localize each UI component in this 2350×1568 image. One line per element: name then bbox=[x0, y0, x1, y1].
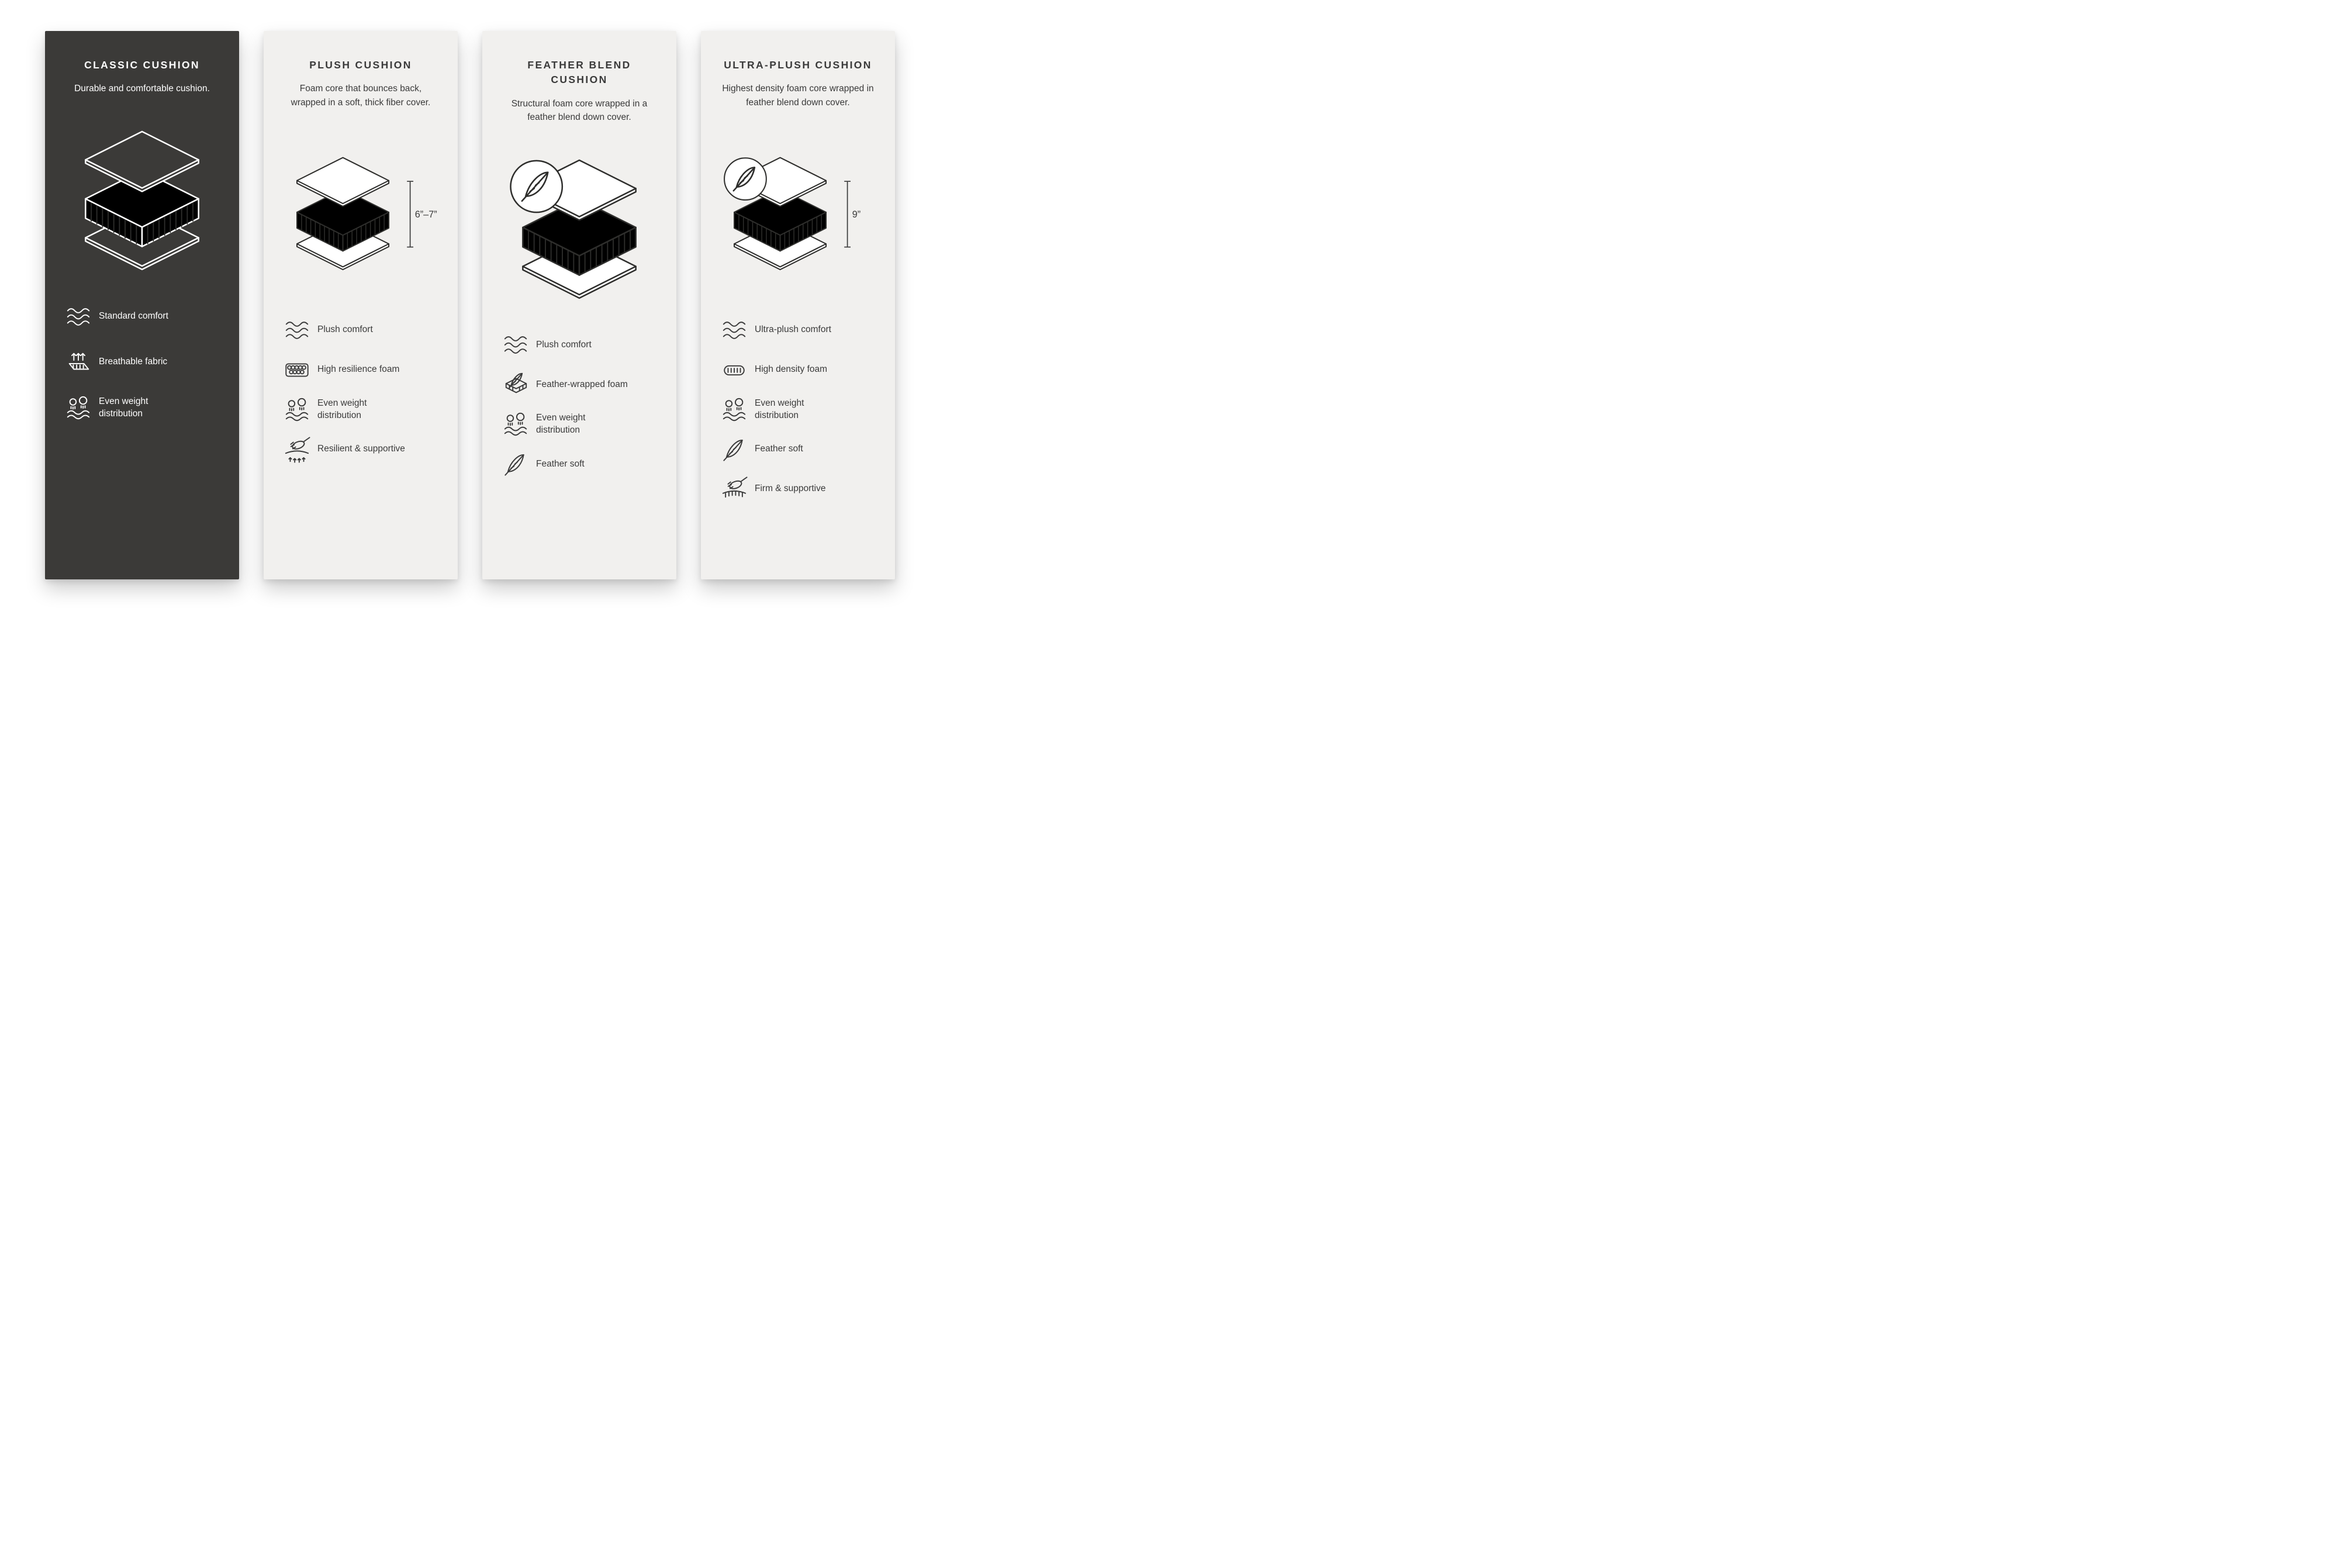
cushion-comparison-board: CLASSIC CUSHION Durable and comfortable … bbox=[0, 0, 940, 579]
feature-label: Even weight distribution bbox=[99, 396, 148, 419]
card-classic-cushion: CLASSIC CUSHION Durable and comfortable … bbox=[45, 31, 239, 579]
feature-label: Even weight distribution bbox=[536, 413, 586, 436]
feature-row: High resilience foam bbox=[284, 357, 438, 384]
even-weight-distribution-icon bbox=[723, 398, 746, 422]
feature-row: Standard comfort bbox=[65, 303, 219, 330]
even-weight-distribution-icon bbox=[67, 396, 90, 419]
feather-badge bbox=[511, 161, 562, 212]
measurement-label: 6”–7” bbox=[415, 209, 437, 220]
measurement-bracket bbox=[407, 181, 414, 248]
feature-label: Ultra-plush comfort bbox=[755, 324, 831, 335]
feature-label: Plush comfort bbox=[317, 324, 373, 335]
feature-label: High density foam bbox=[755, 364, 828, 375]
feature-row: Plush comfort bbox=[284, 317, 438, 344]
card-description: Foam core that bounces back, wrapped in … bbox=[291, 84, 431, 108]
feather-soft-icon bbox=[502, 451, 529, 478]
feather-soft-icon bbox=[721, 436, 748, 463]
feature-label: Resilient & supportive bbox=[317, 444, 405, 454]
feature-row: Plush comfort bbox=[502, 331, 656, 358]
card-feather-blend-cushion: FEATHER BLEND CUSHION Structural foam co… bbox=[482, 31, 676, 579]
high-density-foam-icon bbox=[724, 365, 745, 375]
card-title: ULTRA-PLUSH CUSHION bbox=[724, 59, 872, 71]
feature-label: Feather soft bbox=[755, 444, 803, 454]
even-weight-distribution-icon bbox=[504, 413, 527, 436]
feature-row: Even weight distribution bbox=[65, 395, 219, 422]
card-description: Durable and comfortable cushion. bbox=[74, 84, 210, 94]
cushion-layers-diagram: 6”–7” bbox=[297, 157, 437, 270]
card-description: Structural foam core wrapped in a feathe… bbox=[511, 98, 648, 122]
card-title: CLASSIC CUSHION bbox=[84, 59, 200, 71]
feature-row: Feather-wrapped foam bbox=[502, 371, 656, 398]
even-weight-distribution-icon bbox=[285, 398, 309, 422]
card-title: PLUSH CUSHION bbox=[309, 59, 412, 71]
measurement-label: 9” bbox=[852, 209, 860, 220]
diagram-area bbox=[65, 110, 219, 288]
feature-list: Plush comfort Feather-wrapped foam Even … bbox=[502, 331, 656, 491]
feature-row: Even weight distribution bbox=[284, 396, 438, 423]
feature-list: Standard comfort Breathable fabric Even … bbox=[65, 303, 219, 440]
feature-label: Feather soft bbox=[536, 458, 585, 469]
card-plush-cushion: PLUSH CUSHION Foam core that bounces bac… bbox=[264, 31, 458, 579]
feature-label: Even weight distribution bbox=[755, 398, 804, 420]
cushion-layers-diagram bbox=[506, 160, 636, 298]
card-ultra-plush-cushion: ULTRA-PLUSH CUSHION Highest density foam… bbox=[701, 31, 895, 579]
measurement-bracket bbox=[844, 181, 851, 248]
breathable-fabric-icon bbox=[68, 353, 89, 370]
feature-row: Firm & supportive bbox=[721, 476, 875, 503]
diagram-area: 6”–7” bbox=[284, 123, 438, 302]
feature-label: Standard comfort bbox=[99, 311, 168, 322]
feature-row: Feather soft bbox=[721, 436, 875, 463]
cushion-layers-diagram: 9” bbox=[721, 157, 860, 270]
comfort-waves-icon bbox=[285, 322, 309, 339]
comfort-waves-icon bbox=[504, 336, 527, 354]
feather-wrapped-foam-icon bbox=[502, 371, 529, 398]
feature-label: Breathable fabric bbox=[99, 357, 168, 367]
feature-label: High resilience foam bbox=[317, 364, 400, 375]
feature-row: High density foam bbox=[721, 357, 875, 384]
card-title: FEATHER BLEND CUSHION bbox=[527, 59, 631, 86]
diagram-area bbox=[502, 138, 656, 316]
feature-row: Feather soft bbox=[502, 451, 656, 478]
firm-supportive-icon bbox=[721, 476, 748, 503]
feather-badge bbox=[724, 158, 766, 201]
feature-row: Ultra-plush comfort bbox=[721, 317, 875, 344]
feature-row: Even weight distribution bbox=[721, 396, 875, 423]
feature-row: Resilient & supportive bbox=[284, 436, 438, 463]
feature-row: Breathable fabric bbox=[65, 349, 219, 376]
high-resilience-foam-icon bbox=[285, 363, 309, 377]
feature-label: Firm & supportive bbox=[755, 483, 826, 494]
card-description: Highest density foam core wrapped in fea… bbox=[722, 84, 874, 108]
comfort-waves-icon bbox=[67, 308, 90, 326]
feature-label: Feather-wrapped foam bbox=[536, 379, 628, 389]
resilient-supportive-icon bbox=[284, 436, 310, 463]
cushion-layers-diagram bbox=[85, 132, 199, 270]
feature-list: Ultra-plush comfort High density foam Ev… bbox=[721, 317, 875, 516]
feature-row: Even weight distribution bbox=[502, 411, 656, 438]
feature-list: Plush comfort High resilience foam Even … bbox=[284, 317, 438, 476]
feature-label: Plush comfort bbox=[536, 339, 592, 350]
feature-label: Even weight distribution bbox=[317, 398, 367, 420]
comfort-waves-icon bbox=[723, 322, 746, 339]
diagram-area: 9” bbox=[721, 123, 875, 302]
